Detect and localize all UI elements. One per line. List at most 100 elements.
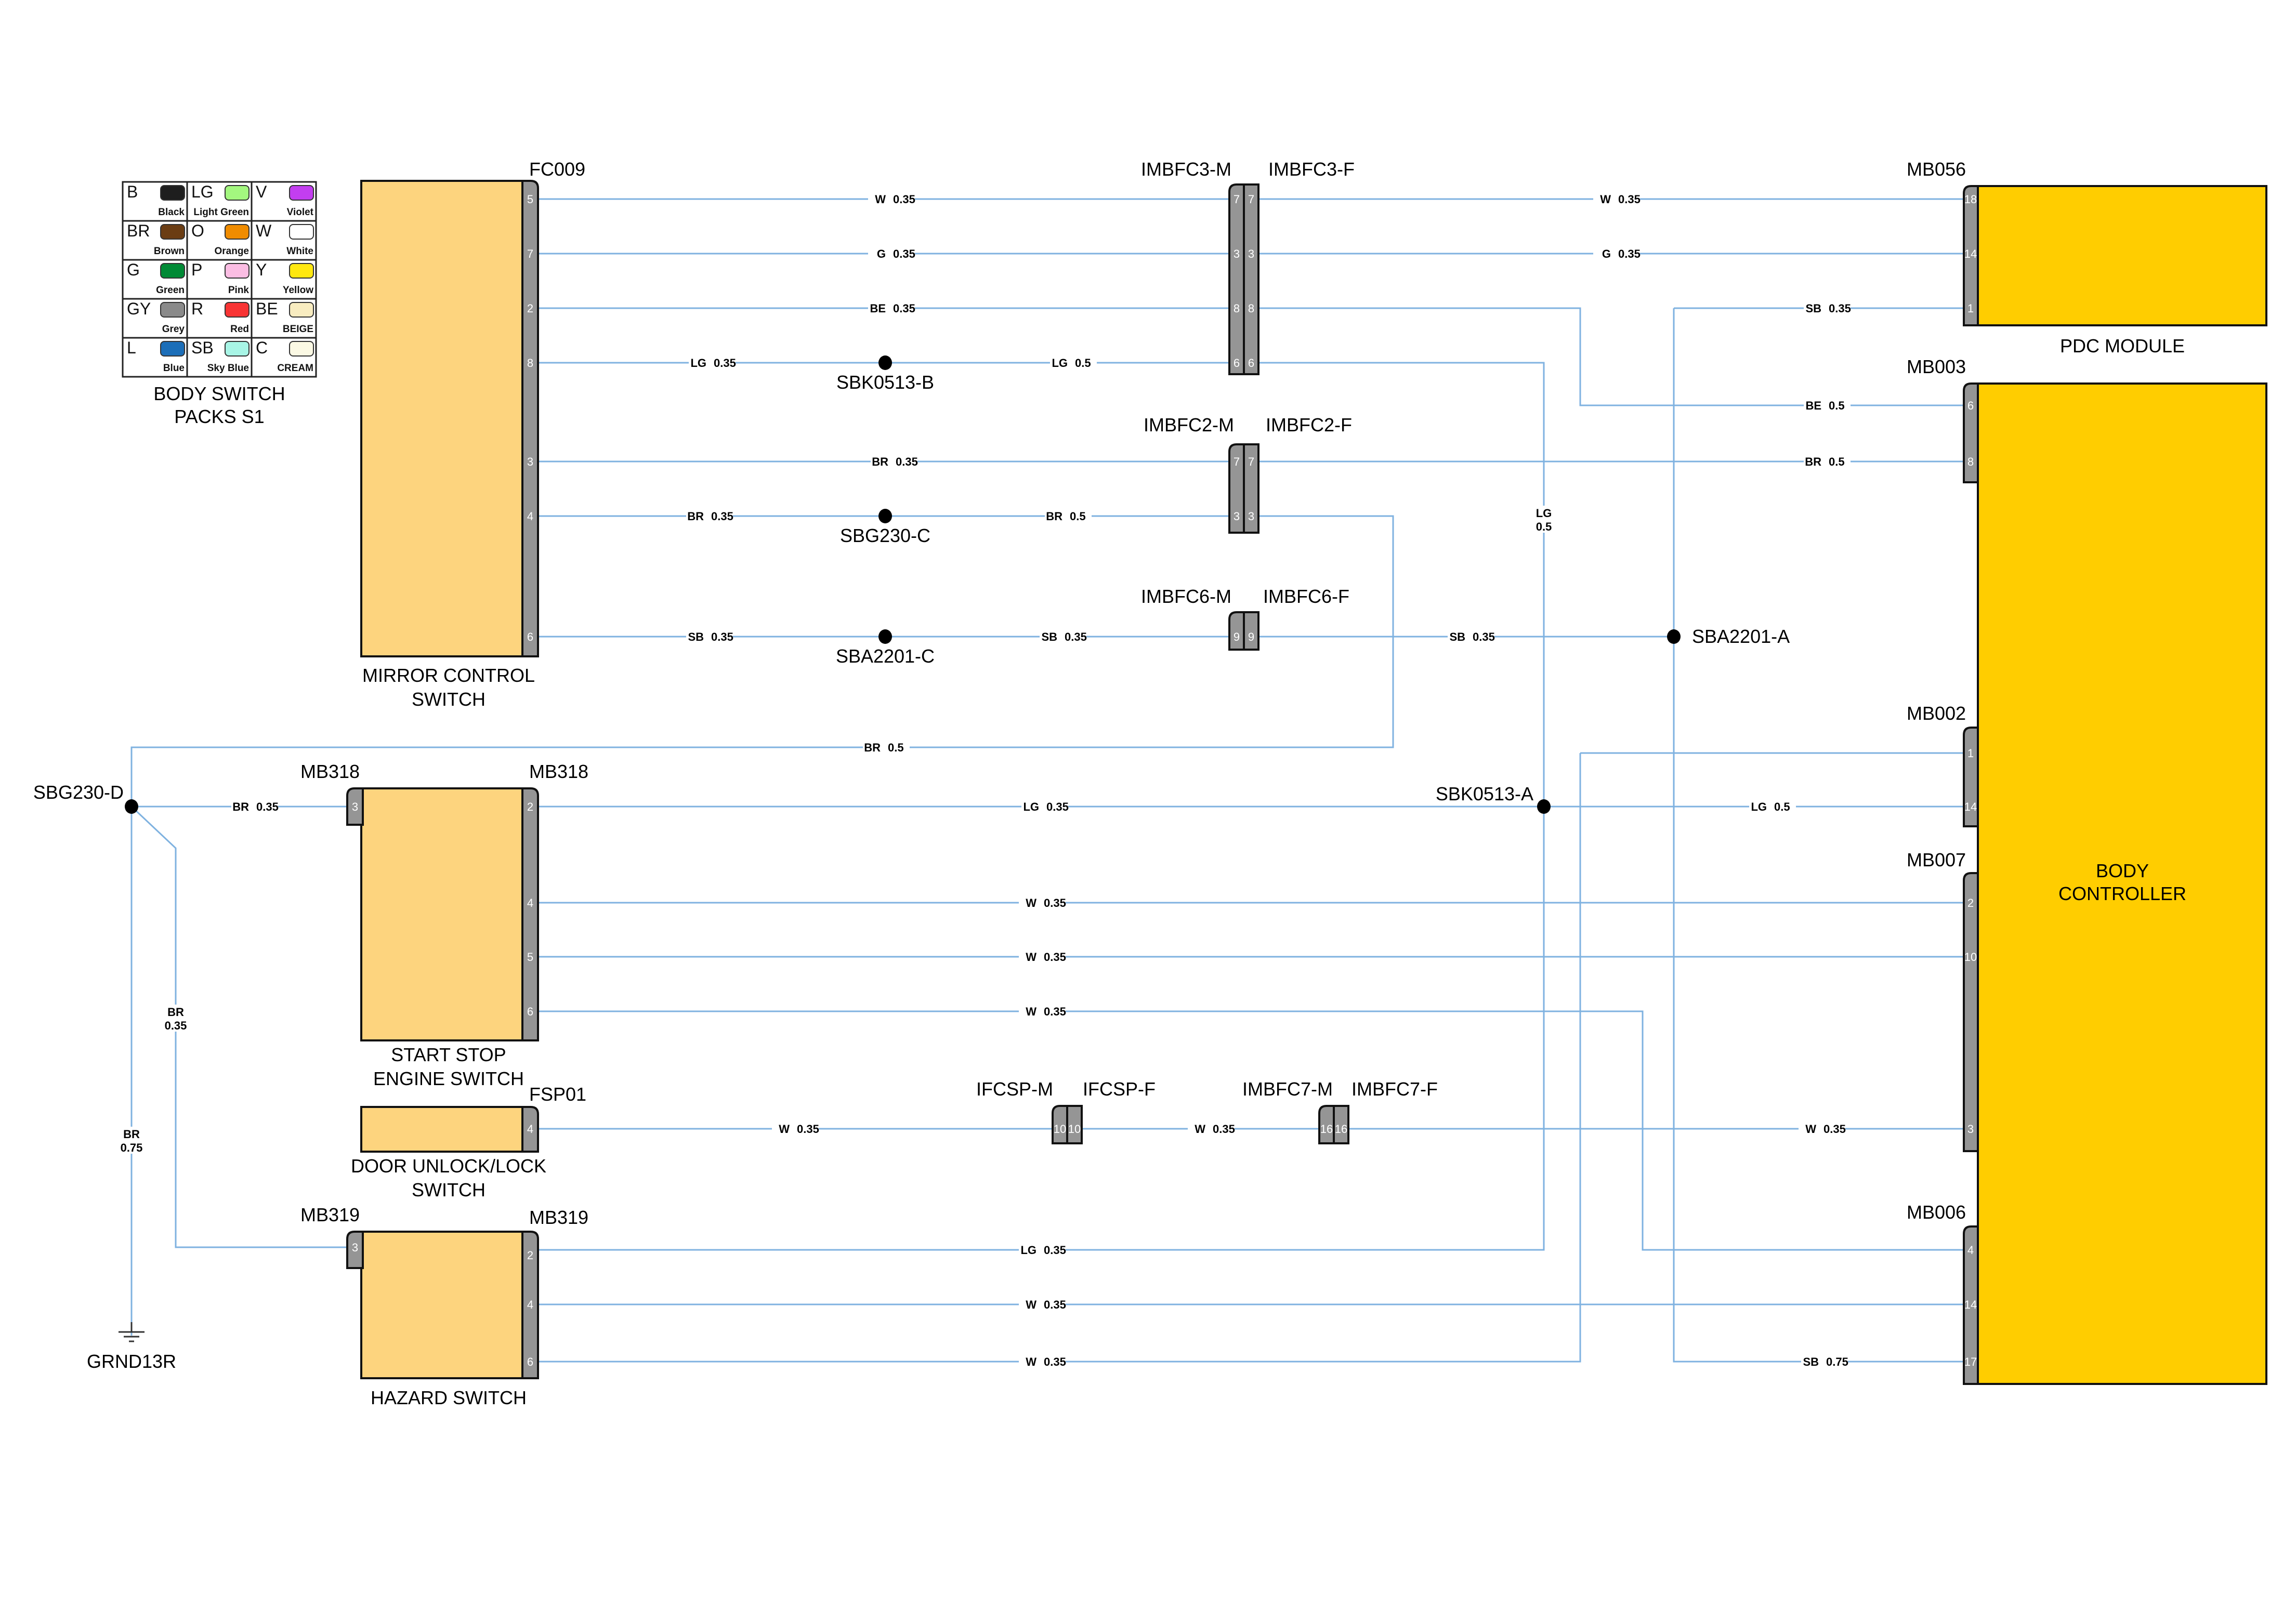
- wire-color-code: BE: [1805, 399, 1821, 412]
- pin-number: 8: [1234, 302, 1240, 315]
- wire-color-code: BE: [870, 302, 886, 315]
- legend-code: BR: [127, 221, 150, 240]
- wires-layer: [130, 198, 1970, 1363]
- pin-number: 17: [1964, 1355, 1977, 1368]
- component-label: SWITCH: [412, 1179, 486, 1200]
- connector-label-female: IMBFC6-F: [1263, 586, 1349, 607]
- pin-number: 6: [1234, 357, 1240, 370]
- splice-label: SBA2201-C: [836, 645, 935, 667]
- wire-label: BR 0.5: [1045, 509, 1092, 523]
- wire-gauge: 0.35: [1823, 1123, 1846, 1136]
- connector-female-half: [1243, 183, 1259, 375]
- pin-number: 7: [1248, 193, 1254, 206]
- wire-label-bg: [868, 246, 915, 261]
- wire-label-bg: [1804, 301, 1851, 315]
- wire-label-bg: [772, 1121, 819, 1136]
- pin-number: 6: [527, 630, 533, 643]
- wire-gauge: 0.35: [1046, 800, 1069, 813]
- wire-label-bg: [1040, 629, 1086, 644]
- connector-shell: [1963, 727, 1979, 827]
- splice-dot: [1537, 799, 1551, 814]
- legend-color-name: Orange: [214, 246, 249, 257]
- wire-gauge: 0.35: [714, 357, 736, 370]
- wire-color-code: W: [1805, 1123, 1816, 1136]
- legend-color-name: Violet: [287, 207, 314, 218]
- legend-color-name: Light Green: [193, 207, 249, 218]
- connector-label-male: IMBFC3-M: [1141, 159, 1231, 180]
- wire: [130, 515, 1394, 1336]
- connector-label-female: IMBFC7-F: [1352, 1078, 1438, 1100]
- wire-label-bg: [868, 192, 915, 206]
- pin-number: 10: [1054, 1123, 1066, 1136]
- color-swatch: [160, 302, 185, 318]
- color-swatch: [289, 263, 314, 279]
- wire-gauge: 0.35: [893, 302, 915, 315]
- wire-label-bg: [1532, 506, 1555, 533]
- legend-color-name: Brown: [154, 246, 185, 257]
- connector-label-fc009: FC009: [529, 159, 585, 180]
- wire-gauge: 0.5: [1829, 455, 1845, 468]
- legend-code: SB: [191, 338, 214, 357]
- pin-number: 3: [1234, 510, 1240, 523]
- pin-number: 2: [527, 302, 533, 315]
- wire: [535, 1010, 1970, 1251]
- splice-sbg230-c: SBG230-C: [840, 509, 930, 546]
- splice-sba2201-c: SBA2201-C: [836, 629, 935, 667]
- wire: [535, 753, 1581, 1363]
- connector-label-mb319: MB319: [529, 1207, 588, 1228]
- wire-color-code: BR: [1046, 510, 1062, 523]
- connector-label-female: IMBFC3-F: [1268, 159, 1355, 180]
- connector-male-half: [1228, 183, 1245, 375]
- ground-label: GRND13R: [87, 1351, 176, 1372]
- pin-number: 5: [527, 193, 533, 206]
- wire-color-code: W: [1026, 1355, 1037, 1368]
- legend-color-name: Sky Blue: [207, 363, 249, 374]
- wire-label-bg: [1804, 398, 1851, 413]
- connector-male-half: [1228, 443, 1245, 534]
- mirror-control-switch: [360, 180, 523, 657]
- wire-color-code: BR: [687, 510, 704, 523]
- splice-dot: [878, 509, 892, 523]
- hazard-switch: [360, 1231, 523, 1379]
- pin-number: 4: [527, 1123, 533, 1136]
- splice-sba2201-a: SBA2201-A: [1667, 626, 1790, 647]
- pin-number: 6: [1248, 357, 1254, 370]
- connector-shell: [1963, 185, 1979, 326]
- connector-female-half: [1243, 443, 1259, 534]
- legend-color-name: Black: [158, 207, 185, 218]
- wire-label-bg: [1045, 509, 1092, 523]
- connector-male-half: [1318, 1105, 1335, 1144]
- wire-color-code: BR: [232, 800, 249, 813]
- connector-shell: [1963, 1225, 1979, 1385]
- wire-gauge: 0.5: [1070, 510, 1086, 523]
- pin-number: 8: [1967, 455, 1974, 468]
- pin-number: 8: [1248, 302, 1254, 315]
- wire-gauge: 0.35: [1473, 630, 1495, 643]
- wire-label-bg: [1019, 1297, 1066, 1312]
- component-label: HAZARD SWITCH: [371, 1387, 527, 1408]
- connector-shell: [346, 787, 364, 826]
- color-swatch: [225, 302, 250, 318]
- connector-female-half: [1066, 1105, 1083, 1144]
- wire-label-bg: [1593, 246, 1640, 261]
- wire-gauge: 0.35: [1618, 247, 1641, 260]
- wire-color-code: SB: [1449, 630, 1465, 643]
- wire-color-code: W: [1026, 896, 1037, 909]
- splice-dot: [878, 629, 892, 644]
